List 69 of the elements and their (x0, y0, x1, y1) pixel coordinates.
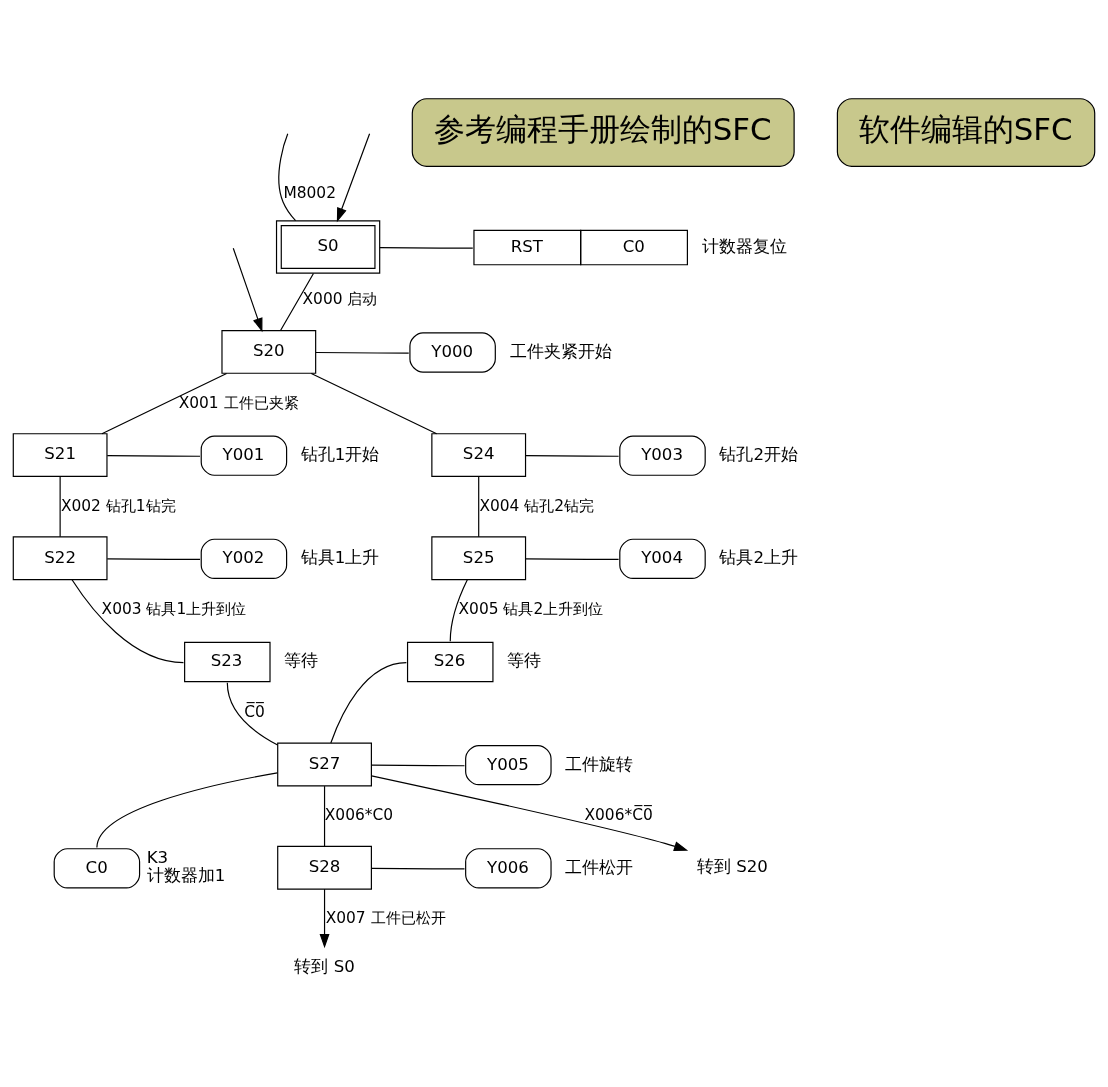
edge-label: X005 钻具2上升到位 (458, 599, 604, 618)
node-box: S27 (277, 742, 372, 786)
edge-label: M8002 (283, 183, 336, 202)
node-box: 软件编辑的SFC (836, 97, 1096, 167)
node-text: 转到 S0 (294, 956, 355, 976)
connector (226, 681, 279, 746)
connector (379, 246, 474, 249)
arrow (232, 247, 263, 332)
connector (478, 475, 480, 537)
edge-label: X001 工件已夹紧 (178, 393, 299, 412)
node-box: S25 (431, 535, 527, 580)
node-box: S21 (12, 432, 108, 477)
edge-label: X007 工件已松开 (325, 908, 446, 927)
node-box: Y006 (465, 847, 552, 888)
connector (278, 132, 297, 221)
node-box: Y001 (200, 435, 288, 476)
connector (449, 578, 469, 642)
node-label: 计数器复位 (701, 236, 787, 256)
node-label: 等待 (507, 650, 542, 670)
node-label: 等待 (284, 650, 319, 670)
node-box: S0 (275, 219, 381, 274)
node-box: C0 (53, 847, 141, 888)
connector (59, 475, 61, 537)
node-label: 工件夹紧开始 (509, 341, 612, 361)
connector (106, 557, 201, 560)
edge-label: X000 启动 (302, 289, 378, 308)
node-label: K3 (146, 847, 169, 867)
arrow (371, 774, 689, 851)
connector (310, 372, 438, 434)
node-box: Y004 (619, 538, 706, 579)
edge-label: X004 钻孔2钻完 (479, 496, 595, 515)
node-label: 钻孔1开始 (300, 444, 380, 464)
node-box: Y002 (200, 538, 288, 579)
connector (101, 372, 228, 434)
connector (106, 454, 201, 457)
node-label: 工件旋转 (565, 754, 634, 774)
node-box: 参考编程手册绘制的SFC (411, 97, 795, 167)
node-box: S23 (184, 641, 271, 682)
node-box: Y000 (409, 331, 496, 373)
node-label: 钻具2上升 (719, 547, 798, 567)
node-label: 钻具1上升 (300, 547, 380, 567)
connector (330, 661, 407, 744)
edge-label: X003 钻具1上升到位 (101, 599, 247, 618)
node-box: S24 (431, 432, 527, 477)
node-label: 工件松开 (565, 857, 634, 877)
edge-label: X002 钻孔1钻完 (60, 496, 176, 515)
edge-label: C̅0̅ (244, 702, 265, 721)
connector (96, 771, 278, 848)
node-text: 转到 S20 (696, 856, 768, 876)
node-box: S26 (406, 641, 494, 682)
arrow (336, 132, 371, 222)
connector (315, 351, 410, 354)
connector (323, 785, 326, 847)
node-label: 钻孔2开始 (719, 444, 798, 464)
connector (525, 454, 620, 457)
edge-label: X006*C̅0̅ (584, 805, 653, 824)
connector (279, 272, 315, 331)
node-label: 计数器加1 (146, 865, 226, 885)
connector (371, 867, 466, 869)
connector (525, 557, 620, 560)
node-box: Y003 (619, 435, 706, 476)
node-box: S22 (12, 535, 108, 580)
edge-label: X006*C0 (324, 805, 394, 824)
node-box: Y005 (465, 744, 552, 785)
node-box: S28 (277, 845, 372, 890)
connector (371, 764, 466, 766)
connector (71, 578, 185, 663)
node-box: S20 (221, 329, 317, 374)
arrow (319, 888, 330, 948)
